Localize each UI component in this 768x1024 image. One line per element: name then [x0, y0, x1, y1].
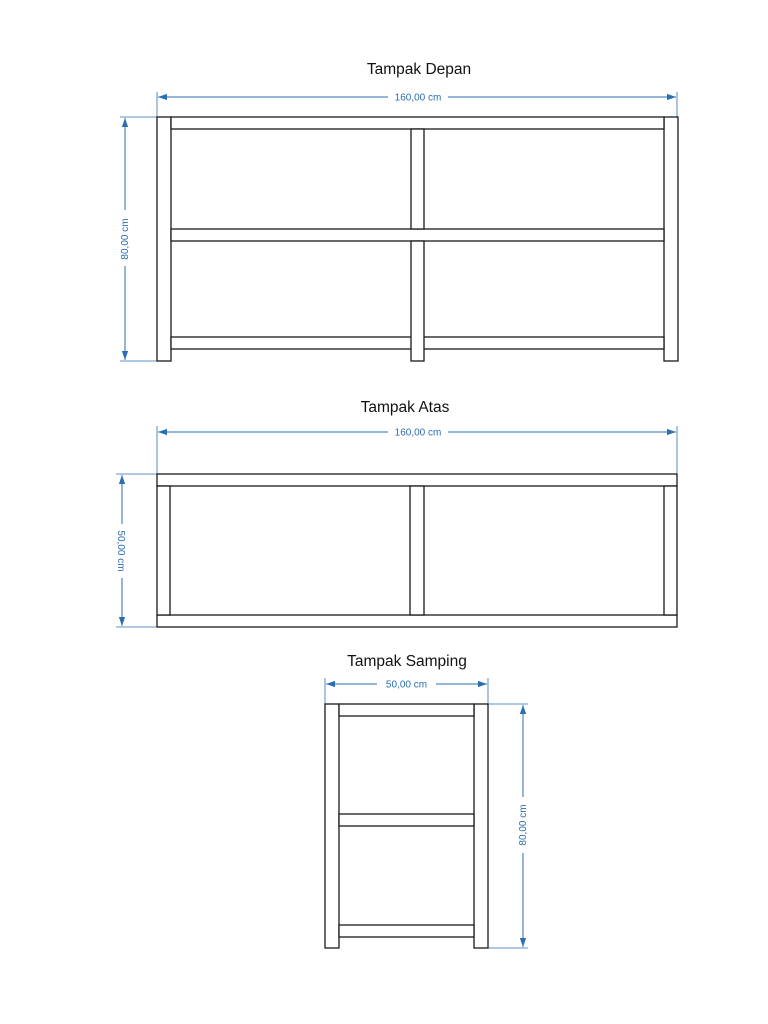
front-height-label: 80,00 cm: [120, 218, 131, 259]
side-top-rail: [338, 703, 475, 717]
front-upper-divider: [410, 128, 425, 230]
side-width-dimension: 50,00 cm: [324, 678, 489, 704]
side-width-label: 50,00 cm: [386, 680, 427, 691]
top-view-title: Tampak Atas: [361, 399, 450, 416]
top-left-side: [156, 485, 171, 616]
top-right-side: [663, 485, 678, 616]
top-depth-label: 50,00 cm: [115, 530, 126, 571]
front-frame: [156, 116, 679, 362]
front-view-title: Tampak Depan: [367, 61, 471, 78]
top-center-divider: [409, 485, 425, 616]
front-top-rail: [170, 116, 665, 130]
front-right-leg: [663, 116, 679, 362]
front-middle-shelf: [170, 228, 665, 242]
side-middle-rail: [338, 813, 475, 827]
front-width-dimension: 160,00 cm: [156, 92, 678, 117]
top-depth-dimension: 50,00 cm: [115, 473, 157, 628]
front-lower-divider: [410, 240, 425, 362]
side-view: Tampak Samping 50,00 cm 80,00 cm: [324, 653, 529, 949]
top-width-label: 160,00 cm: [395, 428, 442, 439]
top-frame: [156, 473, 678, 628]
top-front-rail: [156, 614, 678, 628]
side-view-title: Tampak Samping: [347, 653, 467, 670]
side-back-leg: [473, 703, 489, 949]
front-left-leg: [156, 116, 172, 362]
side-height-label: 80,00 cm: [518, 804, 529, 845]
side-front-leg: [324, 703, 340, 949]
side-frame: [324, 703, 489, 949]
top-width-dimension: 160,00 cm: [156, 426, 678, 474]
side-bottom-rail: [338, 924, 475, 938]
front-width-label: 160,00 cm: [395, 93, 442, 104]
top-view: Tampak Atas 160,00 cm 50,00 cm: [115, 399, 678, 628]
front-height-dimension: 80,00 cm: [120, 116, 157, 362]
side-height-dimension: 80,00 cm: [488, 703, 529, 949]
front-view: Tampak Depan 160,00 cm 80,00 cm: [120, 61, 679, 362]
top-back-rail: [156, 473, 678, 487]
